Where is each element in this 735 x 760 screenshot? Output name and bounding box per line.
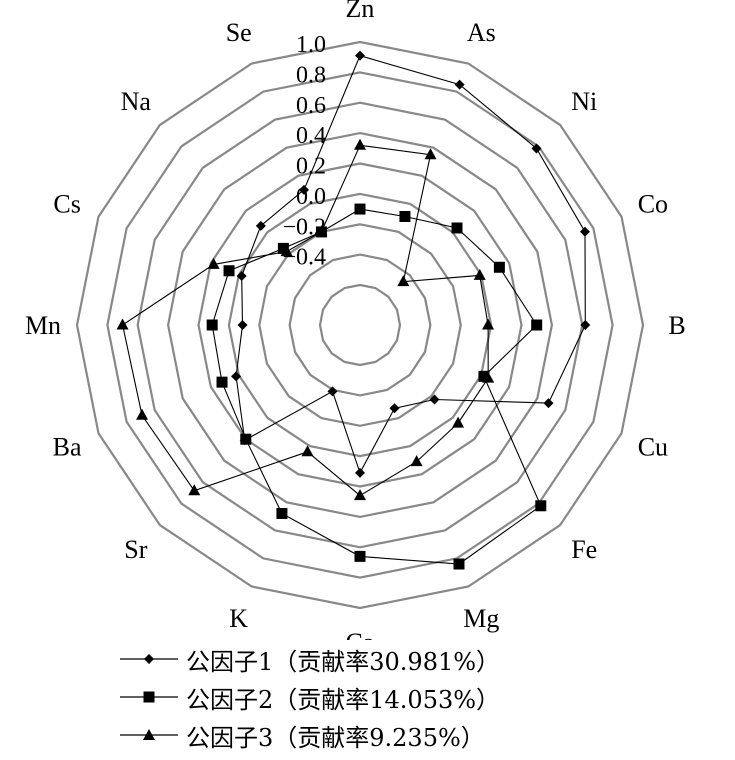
axis-label-as: As <box>467 18 496 47</box>
data-point <box>531 143 542 154</box>
grid-ring <box>227 192 493 458</box>
legend-item-factor-1: 公因子1（贡献率30.981%） <box>118 640 638 678</box>
axis-label-ca: Ca <box>346 628 375 640</box>
axis-label-cu: Cu <box>638 432 668 461</box>
data-point <box>473 268 486 280</box>
data-point <box>255 220 266 231</box>
data-point <box>216 376 228 388</box>
tick-label: 0.0 <box>296 184 326 210</box>
tick-label: 0.8 <box>296 62 326 88</box>
data-point <box>493 261 505 273</box>
square-marker-icon <box>120 691 178 703</box>
data-point <box>206 319 218 331</box>
data-point <box>535 500 547 512</box>
grid-ring <box>318 283 402 367</box>
axis-label-na: Na <box>121 87 152 116</box>
data-point <box>327 386 338 397</box>
axis-label-zn: Zn <box>346 0 375 23</box>
triangle-marker-icon <box>120 729 178 740</box>
data-point <box>207 257 220 269</box>
data-point <box>136 408 149 420</box>
data-point <box>237 320 248 330</box>
grid-ring <box>197 162 523 488</box>
data-point <box>276 507 288 519</box>
grid-ring <box>106 71 614 579</box>
data-point <box>354 550 366 562</box>
tick-label: 1.0 <box>296 32 326 58</box>
axis-label-ni: Ni <box>571 87 597 116</box>
data-point <box>454 79 465 90</box>
data-point <box>116 318 129 330</box>
data-point <box>231 371 242 382</box>
data-point <box>354 489 366 501</box>
data-point <box>299 184 310 195</box>
axis-label-se: Se <box>226 18 252 47</box>
data-point <box>355 467 365 478</box>
series-factor-3 <box>116 138 495 501</box>
axis-label-fe: Fe <box>571 535 597 564</box>
data-point <box>188 484 201 496</box>
tick-label: 0.2 <box>296 154 326 180</box>
data-point <box>315 225 328 237</box>
data-point <box>354 203 366 215</box>
data-point <box>429 394 440 405</box>
data-point <box>389 403 400 414</box>
legend-label-factor-3: 公因子3（贡献率9.235%） <box>186 723 485 752</box>
axis-label-cs: Cs <box>53 190 80 219</box>
legend-item-factor-2: 公因子2（贡献率14.053%） <box>118 678 638 716</box>
data-point <box>482 318 495 330</box>
radar-grid <box>75 40 645 610</box>
data-point <box>580 320 591 330</box>
data-point <box>452 416 465 428</box>
grid-ring <box>166 131 554 519</box>
data-point <box>354 138 366 150</box>
data-point <box>301 445 314 457</box>
grid-ring <box>258 223 462 427</box>
axis-label-ba: Ba <box>53 432 82 461</box>
grid-ring <box>288 253 432 397</box>
tick-label: 0.6 <box>296 93 326 119</box>
radar-series <box>116 50 591 570</box>
legend-label-factor-2: 公因子2（贡献率14.053%） <box>186 685 501 714</box>
data-point <box>397 275 410 287</box>
legend-label-factor-1: 公因子1（贡献率30.981%） <box>186 647 501 676</box>
data-point <box>223 265 235 277</box>
data-point <box>355 50 365 61</box>
data-point <box>478 370 490 382</box>
data-point <box>543 398 554 409</box>
data-point <box>531 319 543 331</box>
legend-item-factor-3: 公因子3（贡献率9.235%） <box>118 716 638 754</box>
data-point <box>280 245 293 257</box>
tick-label: −0.4 <box>282 245 326 271</box>
data-point <box>453 558 465 570</box>
axis-label-k: K <box>229 604 248 633</box>
tick-label: −0.2 <box>282 214 326 240</box>
axis-label-mn: Mn <box>25 311 61 340</box>
series-line <box>211 208 542 565</box>
diamond-marker-icon <box>120 654 178 664</box>
grid-ring <box>75 40 645 610</box>
data-point <box>424 148 437 160</box>
data-point <box>579 226 590 237</box>
axis-label-b: B <box>668 311 685 340</box>
axis-label-mg: Mg <box>463 604 499 633</box>
data-point <box>451 222 463 234</box>
axis-label-co: Co <box>638 190 668 219</box>
legend: 公因子1（贡献率30.981%） 公因子2（贡献率14.053%） 公因子3（贡… <box>118 640 638 754</box>
data-point <box>410 455 423 467</box>
axis-label-sr: Sr <box>124 535 147 564</box>
data-point <box>240 433 252 445</box>
data-point <box>482 371 495 383</box>
radial-tick-labels: 1.0 0.8 0.6 0.4 0.2 0.0 −0.2 −0.4 <box>282 32 326 271</box>
data-point <box>277 242 289 254</box>
tick-label: 0.4 <box>296 123 326 149</box>
data-point <box>236 270 247 281</box>
data-point <box>399 210 411 222</box>
grid-ring <box>136 101 584 549</box>
